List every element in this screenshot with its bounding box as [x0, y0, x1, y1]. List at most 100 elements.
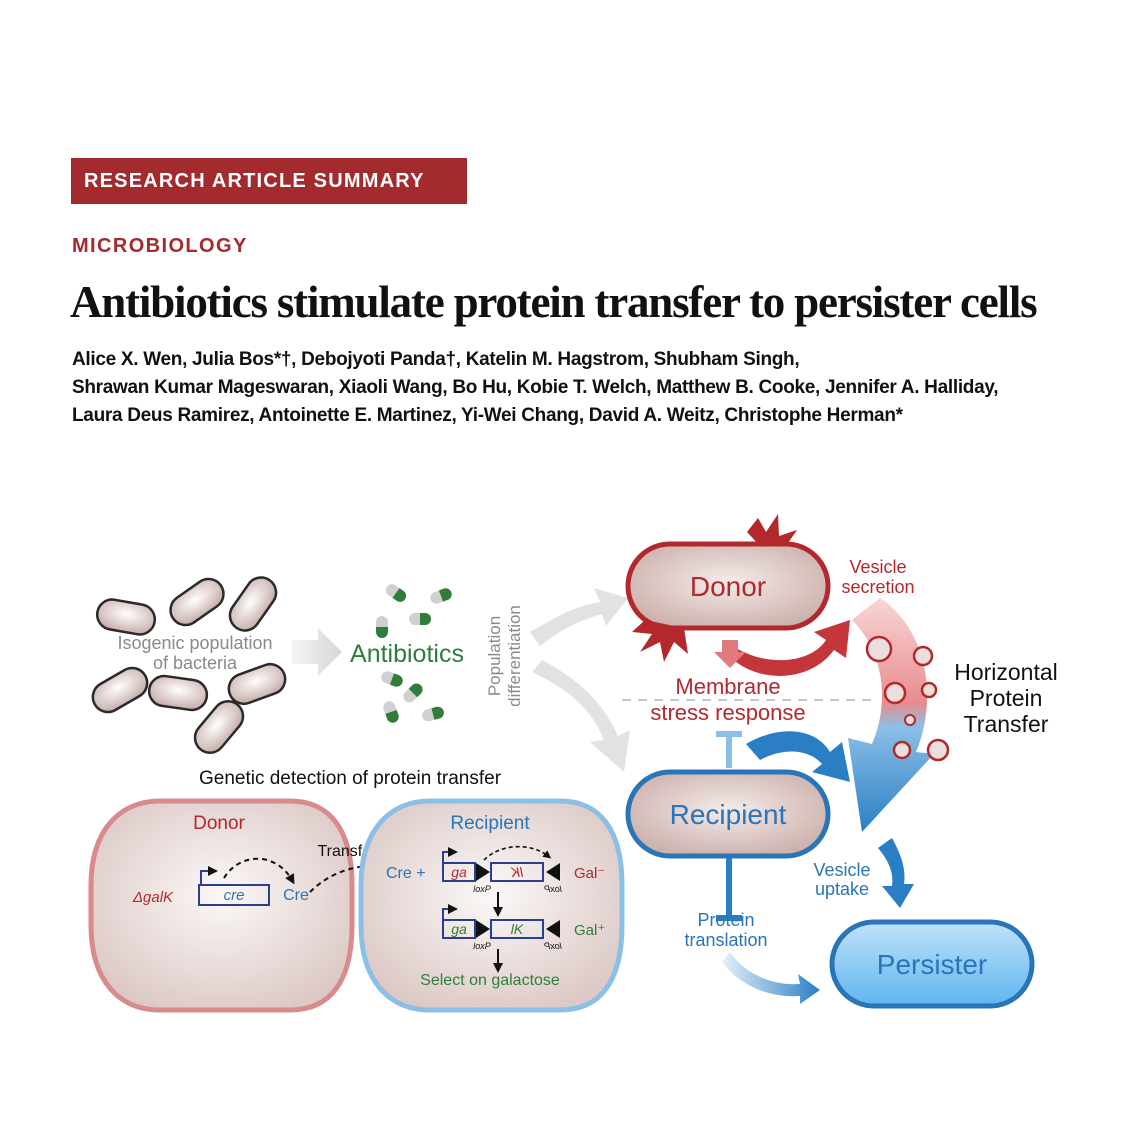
antibiotic-capsules — [376, 584, 452, 723]
author-list: Alice X. Wen, Julia Bos*†, Debojyoti Pan… — [72, 346, 999, 430]
select-galactose-label: Select on galactose — [420, 972, 560, 989]
lk-gene-box — [490, 862, 544, 882]
arrow-to-recipient — [532, 660, 630, 772]
delta-galk-label: ΔgalK — [132, 889, 174, 906]
vesicle-uptake-arrow — [878, 838, 914, 908]
promoter-icon — [442, 904, 458, 920]
bacterium-icon — [91, 666, 149, 714]
recipient-label: Recipient — [670, 799, 787, 830]
protein-translation-label: Protein — [697, 910, 754, 930]
bacteria-population — [91, 576, 287, 754]
loxp-label: loxP — [544, 941, 562, 951]
blue-curved-arrow — [746, 731, 850, 782]
vesicle-icon — [904, 714, 916, 726]
article-type-label: RESEARCH ARTICLE SUMMARY — [84, 169, 425, 192]
lk-label: lK — [511, 921, 524, 937]
persister-cell: Persister — [829, 919, 1035, 1009]
capsule-icon — [385, 584, 407, 602]
loxp-triangle-icon — [476, 863, 490, 881]
cre-gene-label: cre — [224, 887, 245, 904]
lk-gene-box — [490, 919, 544, 939]
membrane-stress-label: stress response — [650, 700, 805, 725]
vesicle-secretion-label: secretion — [841, 577, 914, 597]
capsule-icon — [403, 683, 423, 703]
horizontal-transfer-label: Transfer — [964, 711, 1049, 737]
ga-gene-label: ga — [451, 864, 467, 880]
capsule-icon — [376, 616, 388, 638]
capsule-icon — [430, 588, 452, 604]
bacterium-icon — [227, 662, 287, 706]
ga-gene-box — [442, 862, 476, 882]
loxp-triangle-icon — [476, 920, 490, 938]
gal-minus-label: Gal⁻ — [574, 865, 605, 882]
ga-gene-box — [442, 919, 476, 939]
bacterium-icon — [193, 700, 245, 754]
horizontal-transfer-label: Protein — [970, 685, 1043, 711]
gal-plus-label: Gal⁺ — [574, 922, 605, 939]
bacterium-icon — [147, 674, 209, 712]
vesicle-icon — [912, 645, 934, 667]
vesicle-icon — [920, 681, 938, 699]
capsule-icon — [383, 701, 399, 723]
persister-label: Persister — [877, 949, 987, 980]
capsule-icon — [422, 706, 444, 722]
promoter-icon — [442, 847, 458, 863]
cre-protein-label: Cre — [283, 887, 309, 904]
vesicle-secretion-label: Vesicle — [849, 557, 906, 577]
loxp-label: loxP — [473, 884, 491, 894]
vesicle-uptake-label: uptake — [815, 879, 869, 899]
vesicle-icon — [926, 738, 950, 762]
loxp-triangle-icon — [546, 920, 560, 938]
loxp-label: loxP — [473, 941, 491, 951]
bacterium-icon — [228, 576, 278, 632]
cre-gene-box — [198, 884, 270, 906]
stress-down-arrow — [714, 640, 746, 668]
vesicles — [865, 635, 950, 762]
arrow-to-persister — [722, 952, 820, 1004]
dashed-arrow — [483, 845, 552, 861]
loxp-label: loxP — [544, 884, 562, 894]
genetic-detection-title: Genetic detection of protein transfer — [199, 768, 502, 789]
author-line: Laura Deus Ramirez, Antoinette E. Martin… — [72, 405, 903, 426]
capsule-icon — [381, 671, 403, 687]
author-line: Alice X. Wen, Julia Bos*†, Debojyoti Pan… — [72, 349, 800, 370]
capsule-icon — [409, 613, 431, 625]
vesicle-icon — [892, 740, 912, 760]
bacterium-icon — [95, 598, 157, 636]
lk-flipped-label: lK — [510, 864, 523, 880]
red-feedback-arrow — [736, 620, 850, 676]
inset-recipient-cell: Recipient Cre + ga lK loxP loxP Gal⁻ ga … — [358, 798, 625, 1013]
differentiation-label: Population — [485, 616, 504, 696]
inset-donor-cell: Donor ΔgalK cre Cre — [88, 798, 355, 1013]
differentiation-label: differentiation — [505, 605, 524, 707]
population-label: Isogenic population — [117, 633, 272, 653]
horizontal-transfer-arrow — [848, 598, 934, 832]
promoter-icon — [200, 866, 218, 885]
antibiotics-label: Antibiotics — [350, 640, 464, 668]
author-line: Shrawan Kumar Mageswaran, Xiaoli Wang, B… — [72, 377, 999, 398]
cre-plus-label: Cre + — [386, 865, 426, 882]
starburst-icon — [632, 620, 688, 662]
article-type-banner: RESEARCH ARTICLE SUMMARY — [71, 158, 467, 204]
section-label: MICROBIOLOGY — [72, 235, 248, 257]
starburst-icon — [747, 514, 797, 546]
donor-label: Donor — [690, 571, 766, 602]
protein-translation-label: translation — [684, 930, 767, 950]
donor-cell: Donor — [625, 514, 831, 662]
membrane-stress-label: Membrane — [675, 674, 780, 699]
arrow-to-antibiotics — [292, 628, 342, 676]
vesicle-uptake-label: Vesicle — [813, 860, 870, 880]
article-title: Antibiotics stimulate protein transfer t… — [70, 277, 1038, 327]
dashed-arrow — [223, 857, 295, 885]
inset-recipient-title: Recipient — [450, 813, 530, 834]
population-label: of bacteria — [153, 653, 238, 673]
ga-gene-label: ga — [451, 921, 467, 937]
inset-donor-title: Donor — [193, 813, 245, 834]
vesicle-icon — [865, 635, 893, 663]
horizontal-transfer-label: Horizontal — [954, 659, 1058, 685]
recipient-cell: Recipient — [625, 769, 831, 859]
bacterium-icon — [169, 577, 225, 627]
vesicle-icon — [883, 681, 907, 705]
loxp-triangle-icon — [546, 863, 560, 881]
